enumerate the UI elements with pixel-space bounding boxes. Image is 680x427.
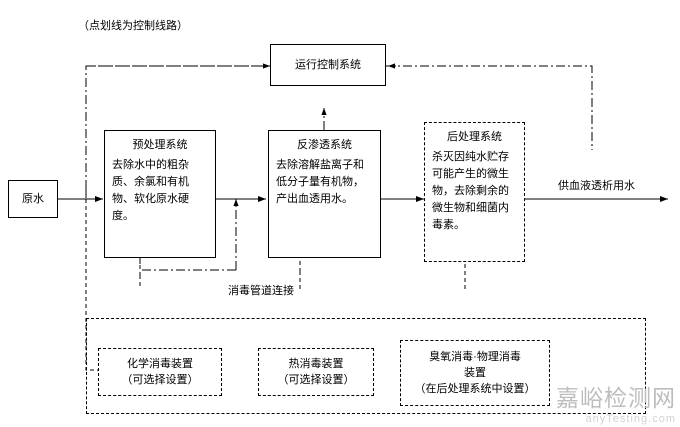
- box-thermal-disinfection-note: （可选择设置）: [277, 374, 355, 386]
- box-chemical-disinfection-title: 化学消毒装置: [127, 358, 193, 370]
- group-disinfection-devices: [86, 318, 646, 414]
- label-output-water: 供血液透析用水: [558, 180, 635, 192]
- label-disinfect-pipe: 消毒管道连接: [228, 285, 294, 297]
- box-thermal-disinfection[interactable]: 热消毒装置 （可选择设置）: [258, 348, 374, 396]
- box-raw-water[interactable]: 原水: [8, 180, 58, 218]
- watermark-line1: 嘉峪检测网: [556, 385, 676, 411]
- box-control-system-label: 运行控制系统: [295, 59, 361, 71]
- box-ozone-disinfection-note: （在后处理系统中设置）: [414, 383, 536, 395]
- box-raw-water-label: 原水: [22, 193, 44, 205]
- box-chemical-disinfection[interactable]: 化学消毒装置 （可选择设置）: [98, 348, 222, 396]
- box-ozone-physical-disinfection[interactable]: 臭氧消毒·物理消毒 装置 （在后处理系统中设置）: [400, 340, 550, 406]
- box-pretreatment-body: 去除水中的粗杂质、余氯和有机物、软化原水硬度。: [112, 159, 189, 222]
- box-pretreatment-system[interactable]: 预处理系统 去除水中的粗杂质、余氯和有机物、软化原水硬度。: [104, 130, 216, 258]
- box-posttreatment-body: 杀灭因纯水贮存可能产生的微生物，去除剩余的微生物和细菌内毒素。: [432, 151, 509, 231]
- watermark: 嘉峪检测网 anyTesting.com: [556, 379, 676, 425]
- box-ro-body: 去除溶解盐离子和低分子量有机物，产出血透用水。: [276, 159, 364, 205]
- box-ro-system[interactable]: 反渗透系统 去除溶解盐离子和低分子量有机物，产出血透用水。: [268, 130, 381, 258]
- watermark-line2: anyTesting.com: [585, 413, 676, 425]
- box-chemical-disinfection-note: （可选择设置）: [121, 374, 199, 386]
- box-ro-title: 反渗透系统: [297, 139, 352, 151]
- box-ozone-disinfection-title: 臭氧消毒·物理消毒: [429, 351, 521, 363]
- note-control-line: （点划线为控制线路）: [78, 20, 188, 32]
- box-control-system[interactable]: 运行控制系统: [270, 44, 386, 86]
- box-thermal-disinfection-title: 热消毒装置: [288, 358, 344, 370]
- box-pretreatment-title: 预处理系统: [132, 139, 188, 151]
- box-posttreatment-title: 后处理系统: [447, 131, 502, 143]
- box-ozone-disinfection-title2: 装置: [464, 367, 486, 379]
- box-posttreatment-system[interactable]: 后处理系统 杀灭因纯水贮存可能产生的微生物，去除剩余的微生物和细菌内毒素。: [424, 122, 525, 262]
